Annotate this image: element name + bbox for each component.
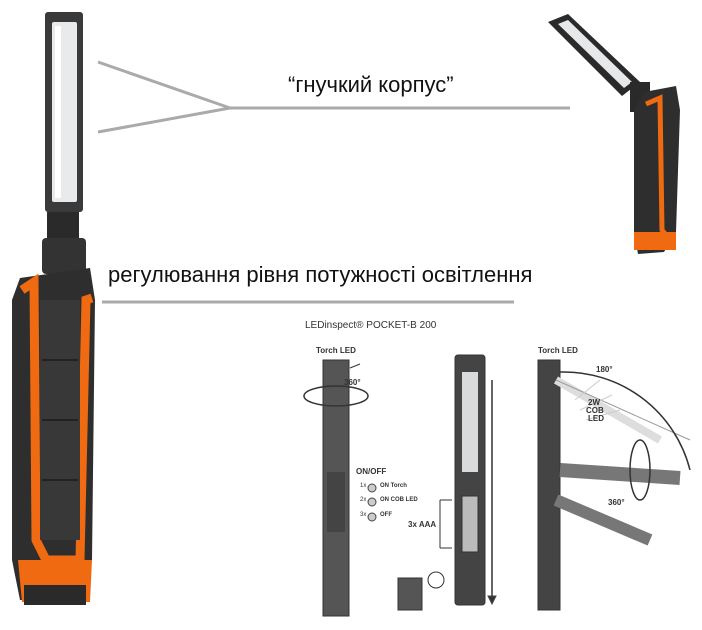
mode-1-label: ON Torch (380, 483, 407, 489)
batteries-label: 3x AAA (408, 520, 437, 529)
power-level-caption: регулювання рівня потужності освітлення (108, 262, 533, 287)
cob-led-line-2: COB (586, 406, 604, 415)
mode-3-press: 3x (360, 512, 367, 518)
mode-1-press: 1x (360, 483, 367, 489)
angle-180-label: 180° (596, 365, 613, 374)
rotate-360-left-label: 360° (344, 378, 361, 387)
mode-3-label: OFF (380, 512, 392, 518)
cob-led-line-3: LED (588, 414, 604, 423)
flex-body-caption: “гнучкий корпус” (288, 72, 454, 97)
rotate-360-right-label: 360° (608, 498, 625, 507)
mode-2-press: 2x (360, 497, 367, 503)
torch-led-label-left: Torch LED (316, 346, 356, 355)
on-off-label: ON/OFF (356, 467, 387, 476)
product-title: LEDinspect® POCKET-B 200 (305, 320, 437, 331)
cob-led-line-1: 2W (588, 398, 600, 407)
flashlight-bent-illustration (548, 14, 680, 254)
technical-diagram (303, 354, 691, 617)
torch-led-label-right: Torch LED (538, 346, 578, 355)
mode-2-label: ON COB LED (380, 497, 418, 503)
